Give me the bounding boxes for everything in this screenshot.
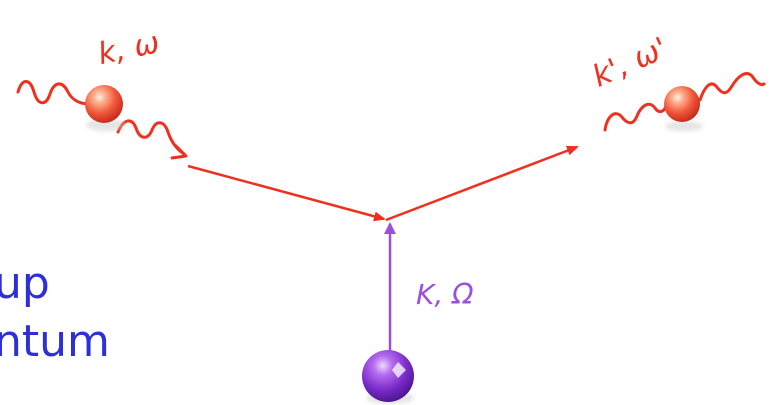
side-text-line-1: up [0,258,50,309]
incoming-particle-icon [85,85,123,123]
incoming-wave-arrowhead [170,144,188,160]
outgoing-particle-icon [664,86,700,122]
outgoing-label: k', ω' [587,31,673,95]
incoming-wave [16,80,92,106]
outgoing-arrow [385,145,579,222]
incoming-arrow [187,164,386,222]
outgoing-wave [603,102,668,132]
phonon-label: K, Ω [416,278,474,311]
side-text-line-2: ntum [0,316,110,367]
outgoing-wave-tail [698,72,766,102]
phonon-particle-icon [362,350,414,402]
incoming-label: k, ω [95,25,163,72]
incoming-wave-tail [116,119,186,156]
